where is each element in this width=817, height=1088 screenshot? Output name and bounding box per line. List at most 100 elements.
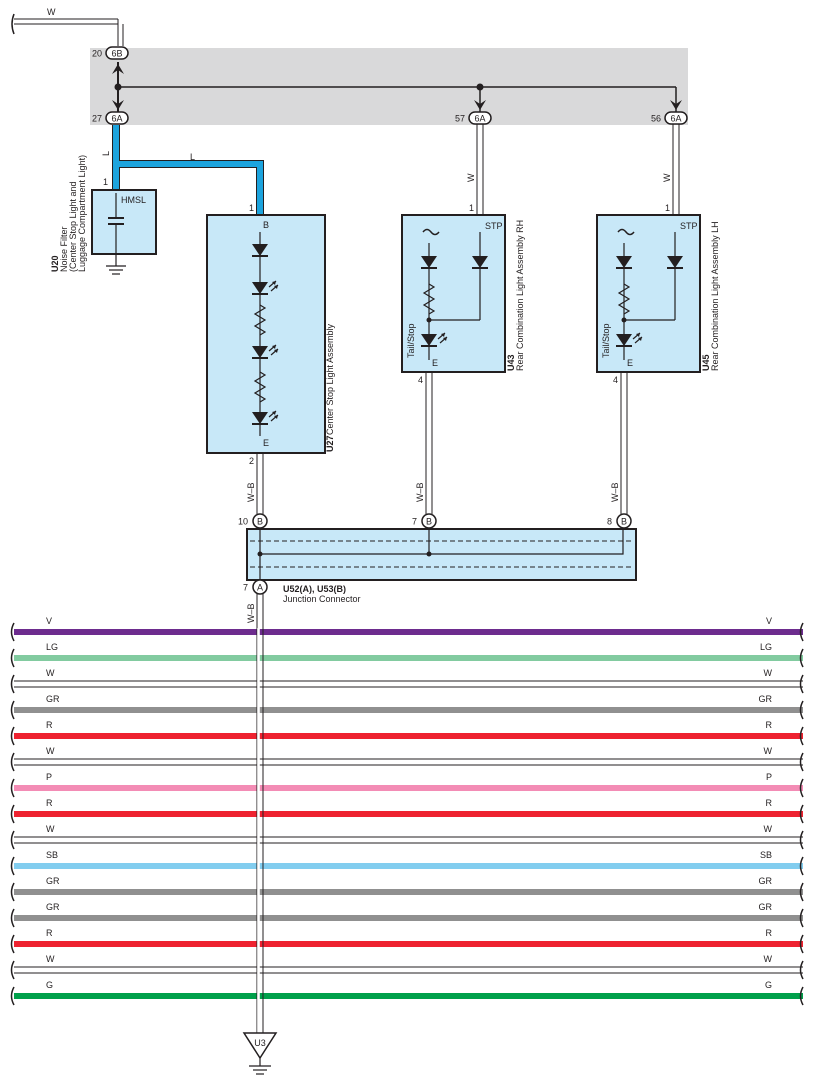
- wire-u43-wb: W–B: [415, 372, 433, 514]
- svg-text:27: 27: [92, 114, 102, 124]
- wire-u45-wb: W–B: [610, 372, 628, 514]
- bus-wire-label-right: R: [766, 798, 773, 808]
- bus-wire-label-left: R: [46, 720, 53, 730]
- svg-text:10: 10: [238, 517, 248, 527]
- pin-27-6a: 6A 27: [92, 111, 129, 125]
- bus-wire-label-right: R: [766, 928, 773, 938]
- wire-break-mark: [10, 986, 15, 1006]
- bus-wire-label-left: V: [46, 616, 52, 626]
- svg-text:Tail/Stop: Tail/Stop: [406, 323, 416, 358]
- svg-text:W–B: W–B: [246, 603, 256, 623]
- bus-wire-label-left: P: [46, 772, 52, 782]
- wire-break-mark: [799, 934, 804, 954]
- junction-pin-8-b: B 8: [607, 513, 632, 529]
- svg-text:4: 4: [418, 375, 423, 385]
- svg-text:7: 7: [243, 583, 248, 593]
- bus-wire-label-left: W: [46, 668, 55, 678]
- wire-break-mark: [10, 830, 15, 850]
- wire-l-blue: L L: [101, 125, 264, 215]
- u20-id: U20: [50, 255, 60, 272]
- wire-break-mark: [799, 830, 804, 850]
- svg-text:Rear Combination Light Assembl: Rear Combination Light Assembly RH: [515, 220, 525, 371]
- bus-wire-label-left: W: [46, 746, 55, 756]
- svg-text:B: B: [426, 517, 432, 527]
- svg-text:8: 8: [607, 517, 612, 527]
- wire-break-mark: [799, 960, 804, 980]
- bus-wire-label-left: R: [46, 928, 53, 938]
- svg-text:Tail/Stop: Tail/Stop: [601, 323, 611, 358]
- svg-text:Center Stop Light Assembly: Center Stop Light Assembly: [325, 323, 335, 435]
- svg-text:W–B: W–B: [610, 482, 620, 502]
- wire-break-mark: [10, 752, 15, 772]
- bus-wire-label-left: SB: [46, 850, 58, 860]
- wire-57-w: W 1: [466, 124, 484, 215]
- bus-wire-label-right: V: [766, 616, 772, 626]
- svg-text:4: 4: [613, 375, 618, 385]
- junction-pin-7-b: B 7: [412, 513, 437, 529]
- svg-text:U3: U3: [254, 1038, 266, 1048]
- svg-text:W: W: [662, 173, 672, 182]
- svg-text:57: 57: [455, 114, 465, 124]
- bus-wire-label-right: GR: [759, 902, 773, 912]
- svg-text:2: 2: [249, 456, 254, 466]
- wire-break-mark: [799, 752, 804, 772]
- bus-wire-label-right: SB: [760, 850, 772, 860]
- svg-text:STP: STP: [680, 221, 698, 231]
- bus-wire-label-left: W: [46, 824, 55, 834]
- u43-id: U43: [506, 354, 516, 371]
- wire-break-mark: [10, 700, 15, 720]
- pin-56-6a: 6A 56: [651, 111, 688, 125]
- bus-wire-label-right: P: [766, 772, 772, 782]
- top-wire-w: W: [11, 7, 124, 46]
- svg-text:Luggage Compartment Light): Luggage Compartment Light): [77, 155, 87, 272]
- svg-text:L: L: [190, 152, 195, 162]
- bus-wire-label-right: R: [766, 720, 773, 730]
- svg-text:Noise Filter: Noise Filter: [59, 226, 69, 272]
- svg-text:1: 1: [249, 203, 254, 213]
- wire-break-mark: [799, 778, 804, 798]
- wire-break-mark: [10, 622, 15, 642]
- top-wire-label: W: [47, 7, 56, 17]
- wire-break-mark: [799, 804, 804, 824]
- pin-57-6a: 6A 57: [455, 111, 492, 125]
- junction-connector: U52(A), U53(B) Junction Connector: [246, 526, 637, 604]
- wire-break-mark: [799, 726, 804, 746]
- svg-text:1: 1: [103, 177, 108, 187]
- u27-id: U27: [325, 435, 335, 452]
- bus-wire-label-right: W: [764, 746, 773, 756]
- u20-noise-filter: 1 HMSL U20 Noise Filter (Center Stop Lig…: [50, 155, 157, 275]
- wire-u27-wb: W–B: [246, 453, 264, 514]
- svg-text:6A: 6A: [670, 114, 681, 124]
- junction-title: U52(A), U53(B): [283, 584, 346, 594]
- wire-break-mark: [799, 856, 804, 876]
- u45-id: U45: [701, 354, 711, 371]
- svg-text:Rear Combination Light Assembl: Rear Combination Light Assembly LH: [710, 221, 720, 371]
- svg-text:A: A: [257, 583, 263, 593]
- bus-wire-label-left: G: [46, 980, 53, 990]
- svg-text:7: 7: [412, 517, 417, 527]
- wire-break-mark: [799, 882, 804, 902]
- bus-wire-label-left: GR: [46, 876, 60, 886]
- svg-text:20: 20: [92, 49, 102, 59]
- svg-text:B: B: [263, 220, 269, 230]
- u43-rear-combination-rh: STP Tail/Stop E 4 U43 Rear Combination L…: [401, 214, 525, 385]
- bus-wire-label-right: LG: [760, 642, 772, 652]
- ground-icon: [249, 1065, 271, 1075]
- svg-text:1: 1: [469, 203, 474, 213]
- bus-wire-sb: SB SB: [10, 850, 804, 876]
- wire-break-mark: [10, 882, 15, 902]
- wire-break-mark: [10, 804, 15, 824]
- bus-wire-label-right: GR: [759, 876, 773, 886]
- svg-text:B: B: [621, 517, 627, 527]
- svg-text:6A: 6A: [111, 114, 122, 124]
- bus-wire-label-right: G: [765, 980, 772, 990]
